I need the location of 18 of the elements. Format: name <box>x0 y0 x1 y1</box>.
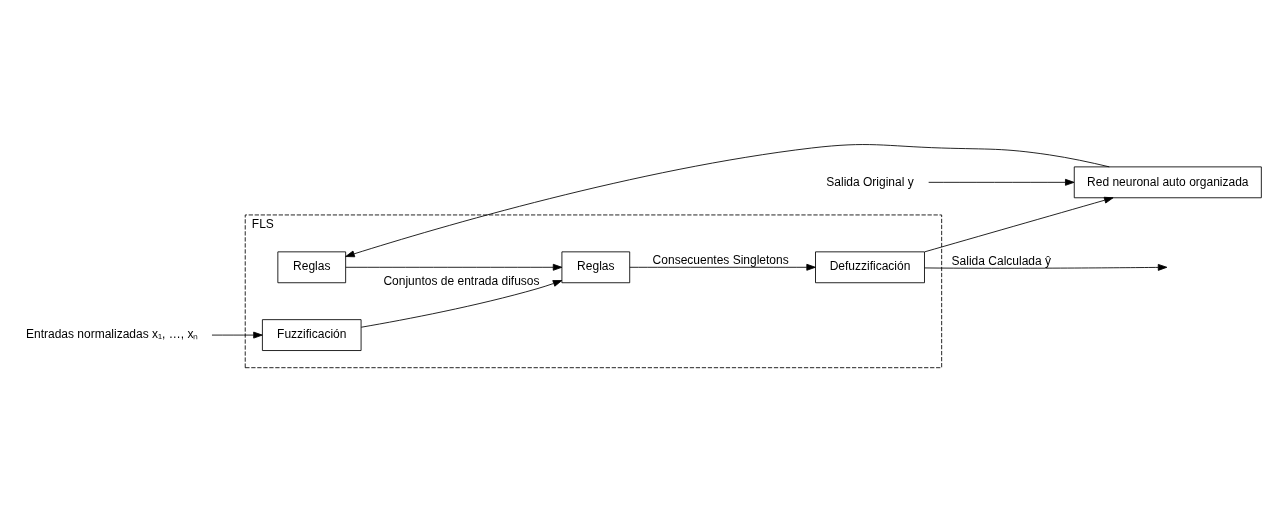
edge-label: Consecuentes Singletons <box>652 253 789 268</box>
node-box: Fuzzificación <box>261 319 362 351</box>
edge-label: Salida Calculada ŷ <box>951 253 1052 268</box>
arrow <box>211 331 263 339</box>
node-text: Salida Original y <box>826 174 914 189</box>
arrow <box>928 178 1075 186</box>
edge-label: Conjuntos de entrada difusos <box>383 274 540 289</box>
arrow <box>345 263 563 271</box>
arrow <box>345 144 1110 258</box>
arrow <box>924 196 1114 253</box>
arrow <box>924 263 1168 271</box>
arrow <box>360 280 563 328</box>
node-box: Red neuronal auto organizada <box>1073 166 1262 199</box>
arrow <box>629 263 816 271</box>
node-box: Defuzzificación <box>815 251 925 284</box>
node-box: Reglas <box>277 251 347 284</box>
node-box: Reglas <box>561 251 631 284</box>
node-text: Entradas normalizadas x₁, …, xₙ <box>25 327 199 342</box>
